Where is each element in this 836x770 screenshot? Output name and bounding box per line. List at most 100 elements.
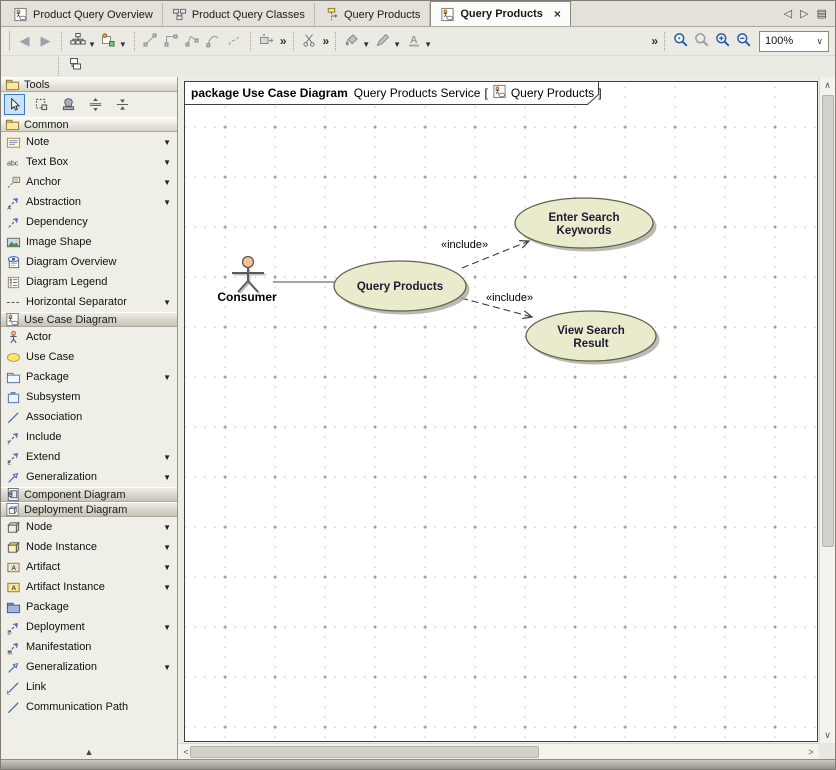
pointer-tool-button[interactable] xyxy=(4,94,25,115)
scroll-right-button[interactable]: > xyxy=(803,744,819,760)
structure-tree-button[interactable] xyxy=(64,56,85,78)
palette-item-common-anchor[interactable]: Anchor▼ xyxy=(1,172,177,192)
dropdown-arrow-icon[interactable]: ▼ xyxy=(163,138,173,147)
palette-item-deployment-diagram-manifestation[interactable]: MManifestation xyxy=(1,637,177,657)
dropdown-arrow-icon[interactable]: ▼ xyxy=(163,473,173,482)
back-button[interactable]: ◀ xyxy=(14,30,35,52)
palette-item-use-case-diagram-association[interactable]: Association xyxy=(1,407,177,427)
dropdown-arrow-icon[interactable]: ▼ xyxy=(88,40,96,49)
marquee-select-tool-button[interactable] xyxy=(31,94,52,115)
tab-product-query-classes[interactable]: Product Query Classes xyxy=(163,3,315,26)
palette-item-use-case-diagram-include[interactable]: IInclude xyxy=(1,427,177,447)
related-elements-button[interactable] xyxy=(98,30,119,52)
previous-tab-button[interactable]: ◁ xyxy=(784,7,792,20)
remove-space-tool-button[interactable] xyxy=(112,94,133,115)
vertical-scroll-thumb[interactable] xyxy=(822,95,834,547)
tab-query-products-active[interactable]: Query Products× xyxy=(430,1,571,26)
zoom-fit-button[interactable] xyxy=(691,30,712,52)
palette-item-use-case-diagram-generalization[interactable]: Generalization▼ xyxy=(1,467,177,487)
tab-list-button[interactable]: ▤ xyxy=(817,7,827,20)
palette-scroll-up-button[interactable]: ▲ xyxy=(1,745,177,759)
containment-tree-button[interactable] xyxy=(67,30,88,52)
overflow-chevron-icon[interactable]: » xyxy=(648,34,659,48)
tab-query-products[interactable]: Query Products xyxy=(315,3,430,26)
palette-item-use-case-diagram-use-case[interactable]: Use Case xyxy=(1,347,177,367)
line-color-button[interactable] xyxy=(372,30,393,52)
palette-item-deployment-diagram-package[interactable]: Package xyxy=(1,597,177,617)
palette-section-common[interactable]: Common xyxy=(1,117,177,132)
palette-item-use-case-diagram-actor[interactable]: Actor xyxy=(1,327,177,347)
path-curved-button[interactable] xyxy=(203,30,224,52)
horizontal-scrollbar[interactable]: < > xyxy=(178,743,819,759)
dropdown-arrow-icon[interactable]: ▼ xyxy=(163,453,173,462)
forward-button[interactable]: ▶ xyxy=(35,30,56,52)
dropdown-arrow-icon[interactable]: ▼ xyxy=(163,158,173,167)
dropdown-arrow-icon[interactable]: ▼ xyxy=(424,40,432,49)
palette-section-component-diagram[interactable]: Component Diagram xyxy=(1,487,177,502)
palette-item-common-diagram-legend[interactable]: Diagram Legend xyxy=(1,272,177,292)
dropdown-arrow-icon[interactable]: ▼ xyxy=(163,298,173,307)
palette-item-common-abstraction[interactable]: AAbstraction▼ xyxy=(1,192,177,212)
palette-item-use-case-diagram-package[interactable]: Package▼ xyxy=(1,367,177,387)
palette-section-deployment-diagram[interactable]: Deployment Diagram xyxy=(1,502,177,517)
path-direct-button[interactable] xyxy=(140,30,161,52)
palette-item-common-horizontal-separator[interactable]: Horizontal Separator▼ xyxy=(1,292,177,312)
zoom-in-button[interactable] xyxy=(712,30,733,52)
dropdown-arrow-icon[interactable]: ▼ xyxy=(163,373,173,382)
palette-item-common-text-box[interactable]: abcText Box▼ xyxy=(1,152,177,172)
autosize-button[interactable] xyxy=(256,30,277,52)
dropdown-arrow-icon[interactable]: ▼ xyxy=(163,178,173,187)
dropdown-arrow-icon[interactable]: ▼ xyxy=(119,40,127,49)
path-rectilinear-button[interactable] xyxy=(161,30,182,52)
vertical-scrollbar[interactable]: ∧ ∨ xyxy=(819,77,835,743)
palette-item-deployment-diagram-generalization[interactable]: Generalization▼ xyxy=(1,657,177,677)
stamp-tool-button[interactable] xyxy=(58,94,79,115)
dropdown-arrow-icon[interactable]: ▼ xyxy=(163,543,173,552)
palette-item-deployment-diagram-artifact-instance[interactable]: AArtifact Instance▼ xyxy=(1,577,177,597)
dropdown-arrow-icon[interactable]: ▼ xyxy=(163,663,173,672)
diagram-frame[interactable] xyxy=(185,82,818,742)
path-oblique-button[interactable] xyxy=(182,30,203,52)
tab-product-query-overview[interactable]: Product Query Overview xyxy=(4,3,163,26)
fill-color-button[interactable] xyxy=(341,30,362,52)
palette-item-common-diagram-overview[interactable]: Diagram Overview xyxy=(1,252,177,272)
dropdown-arrow-icon[interactable]: ▼ xyxy=(163,523,173,532)
scroll-up-button[interactable]: ∧ xyxy=(820,77,836,93)
palette-section-tools[interactable]: Tools xyxy=(1,77,177,92)
palette-item-common-image-shape[interactable]: Image Shape xyxy=(1,232,177,252)
close-tab-button[interactable]: × xyxy=(554,9,561,19)
toolbar-grip[interactable] xyxy=(6,31,10,51)
palette-item-deployment-diagram-node[interactable]: Node▼ xyxy=(1,517,177,537)
palette-item-deployment-diagram-link[interactable]: LLink xyxy=(1,677,177,697)
overflow-chevron-icon[interactable]: » xyxy=(320,34,331,48)
palette-item-common-note[interactable]: Note▼ xyxy=(1,132,177,152)
zoom-actual-button[interactable] xyxy=(670,30,691,52)
palette-item-common-dependency[interactable]: Dependency xyxy=(1,212,177,232)
dropdown-arrow-icon[interactable]: ▼ xyxy=(362,40,370,49)
dropdown-arrow-icon[interactable]: ▼ xyxy=(163,198,173,207)
dropdown-arrow-icon[interactable]: ▼ xyxy=(163,583,173,592)
zoom-out-button[interactable] xyxy=(733,30,754,52)
insert-space-tool-button[interactable] xyxy=(85,94,106,115)
palette-item-use-case-diagram-subsystem[interactable]: Subsystem xyxy=(1,387,177,407)
horizontal-scroll-thumb[interactable] xyxy=(190,746,539,758)
zoom-level-combobox[interactable]: 100% ∨ xyxy=(759,31,829,52)
palette-item-deployment-diagram-communication-path[interactable]: Communication Path xyxy=(1,697,177,717)
chevron-down-icon[interactable]: ∨ xyxy=(816,36,823,47)
diagram-surface[interactable]: «include»«include»ConsumerQuery Products… xyxy=(178,77,819,743)
dropdown-arrow-icon[interactable]: ▼ xyxy=(163,623,173,632)
palette-section-use-case-diagram[interactable]: Use Case Diagram xyxy=(1,312,177,327)
palette-item-use-case-diagram-extend[interactable]: EExtend▼ xyxy=(1,447,177,467)
overflow-chevron-icon[interactable]: » xyxy=(277,34,288,48)
palette-item-deployment-diagram-artifact[interactable]: AArtifact▼ xyxy=(1,557,177,577)
dropdown-arrow-icon[interactable]: ▼ xyxy=(393,40,401,49)
dropdown-arrow-icon[interactable]: ▼ xyxy=(163,563,173,572)
scroll-down-button[interactable]: ∨ xyxy=(820,727,836,743)
path-spline-button[interactable] xyxy=(224,30,245,52)
diagram-canvas[interactable]: «include»«include»ConsumerQuery Products… xyxy=(178,77,835,759)
next-tab-button[interactable]: ▷ xyxy=(800,7,808,20)
palette-item-deployment-diagram-node-instance[interactable]: Node Instance▼ xyxy=(1,537,177,557)
cut-button[interactable] xyxy=(299,30,320,52)
palette-item-deployment-diagram-deployment[interactable]: DDeployment▼ xyxy=(1,617,177,637)
font-color-button[interactable]: A xyxy=(403,30,424,52)
